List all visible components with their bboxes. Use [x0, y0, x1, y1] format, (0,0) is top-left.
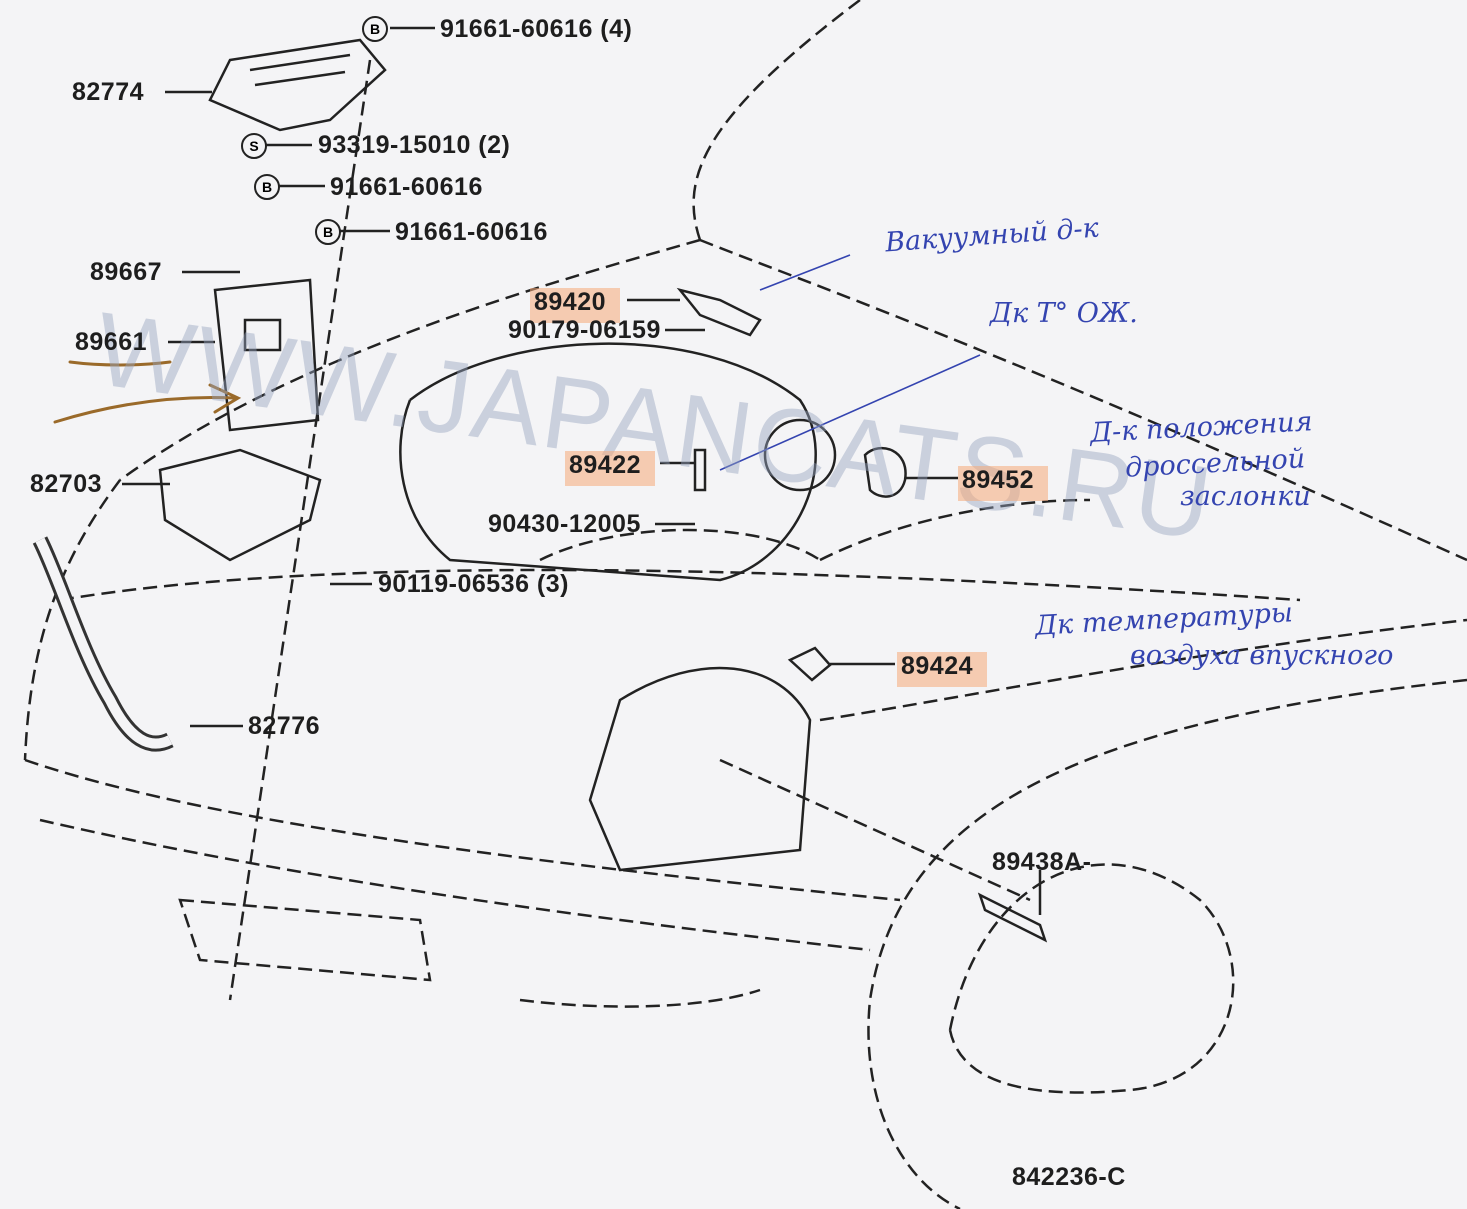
part-label: 91661-60616 [330, 173, 483, 201]
bolt-marker: B [254, 174, 280, 200]
part-label: 89667 [90, 258, 163, 286]
part-label: 90430-12005 [488, 510, 641, 538]
note-throttle-position: заслонки [1180, 481, 1311, 512]
bolt-marker: B [315, 219, 341, 245]
part-label: 93319-15010 (2) [318, 131, 511, 159]
screw-marker: S [241, 133, 267, 159]
part-label-highlighted: 89452 [958, 466, 1049, 501]
drawing-number: 842236-C [1012, 1163, 1126, 1191]
part-label-highlighted: 89424 [897, 652, 988, 687]
part-label: 82776 [248, 712, 321, 740]
part-label-highlighted: 89420 [530, 288, 621, 323]
part-label-ecu: 89661 [75, 328, 148, 356]
note-coolant-temp: Дк T° ОЖ. [990, 298, 1138, 329]
part-label: 91661-60616 [395, 218, 548, 246]
part-label: 82703 [30, 470, 103, 498]
part-label: 90119-06536 (3) [378, 570, 569, 598]
bolt-marker: B [362, 16, 388, 42]
part-label: 91661-60616 (4) [440, 15, 633, 43]
part-label: 90179-06159 [508, 316, 661, 344]
part-label-highlighted: 89422 [565, 451, 656, 486]
part-label: 89438A- [992, 848, 1092, 876]
part-label: 82774 [72, 78, 145, 106]
note-intake-air-temp: воздуха впускного [1130, 640, 1394, 671]
